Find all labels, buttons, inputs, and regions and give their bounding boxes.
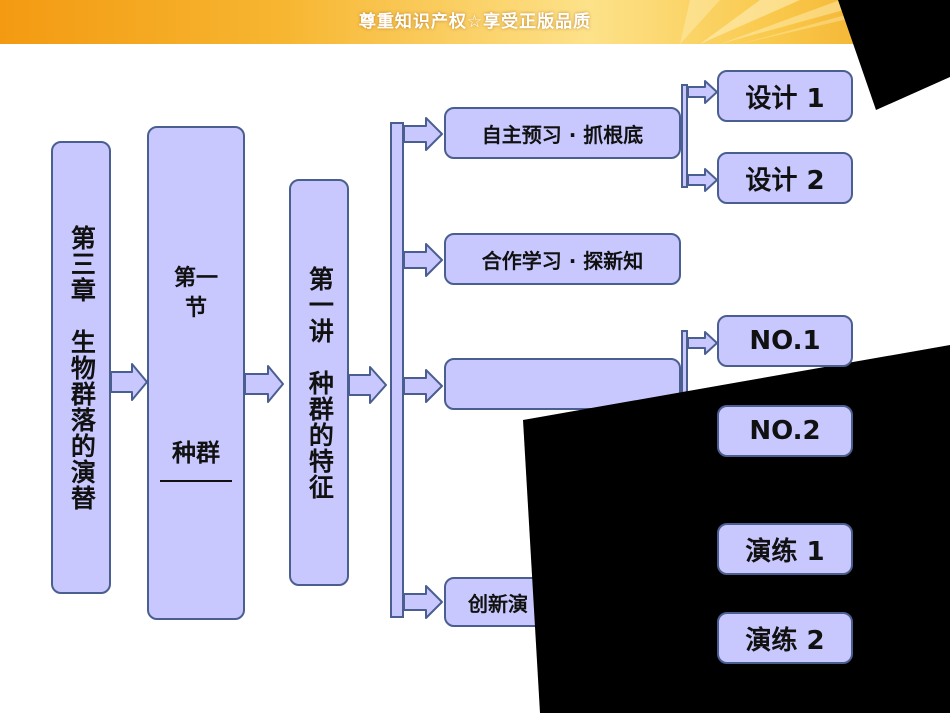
leaf-design-2[interactable]: 设计 2 xyxy=(717,152,853,204)
lecture-label: 第一讲 种群的特征 xyxy=(305,265,335,500)
leaf-practice-2-label: 演练 2 xyxy=(745,625,825,656)
black-shape-top-right xyxy=(838,0,950,110)
leaf-no-1[interactable]: NO.1 xyxy=(717,315,853,367)
branch-cooperative-learning[interactable]: 合作学习 · 探新知 xyxy=(444,233,681,285)
chapter-label: 第三章 生物群落的演替 xyxy=(67,224,97,511)
branch-self-study-label: 自主预习 · 抓根底 xyxy=(481,122,644,147)
leaf-bracket-1 xyxy=(681,84,688,188)
leaf-design-1-label: 设计 1 xyxy=(745,83,825,114)
banner-title: 尊重知识产权☆享受正版品质 xyxy=(358,12,592,32)
leaf-design-2-label: 设计 2 xyxy=(745,165,825,196)
branch-innovation-label: 创新演 xyxy=(468,591,528,616)
section-box: 第一节 种群 xyxy=(147,126,245,620)
branch-self-study[interactable]: 自主预习 · 抓根底 xyxy=(444,107,681,159)
section-number: 第一节 xyxy=(173,265,218,321)
leaf-design-1[interactable]: 设计 1 xyxy=(717,70,853,122)
lecture-box: 第一讲 种群的特征 xyxy=(289,179,349,586)
leaf-practice-1[interactable]: 演练 1 xyxy=(717,523,853,575)
leaf-no-1-label: NO.1 xyxy=(749,326,821,356)
branch-cooperative-learning-label: 合作学习 · 探新知 xyxy=(481,248,644,273)
leaf-no-2[interactable]: NO.2 xyxy=(717,405,853,457)
leaf-practice-2[interactable]: 演练 2 xyxy=(717,612,853,664)
section-title: 种群 xyxy=(160,433,232,483)
leaf-no-2-label: NO.2 xyxy=(749,416,821,446)
leaf-practice-1-label: 演练 1 xyxy=(745,536,825,567)
